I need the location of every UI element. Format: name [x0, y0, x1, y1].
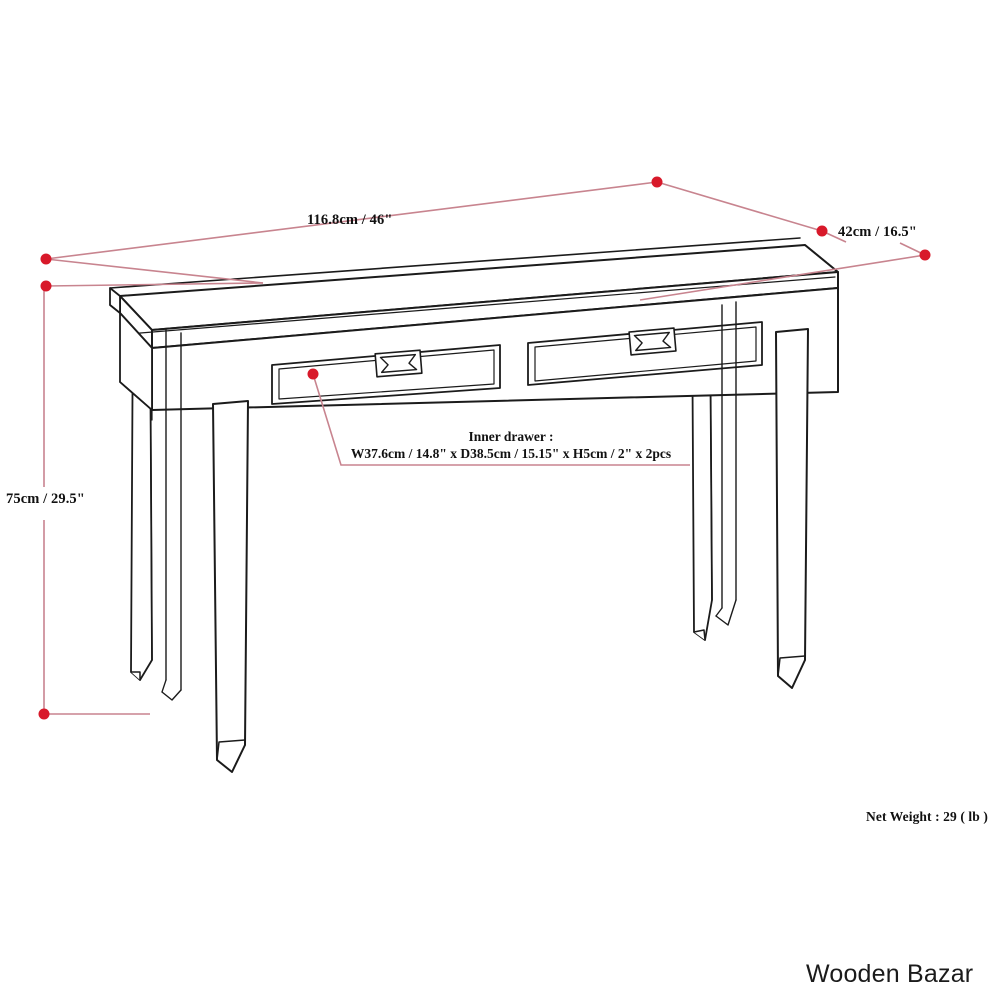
dot-drawer-leader: [307, 368, 319, 380]
dot-height-top: [40, 280, 52, 292]
net-weight-label: Net Weight : 29 ( lb ): [866, 809, 988, 824]
dot-width-left: [40, 253, 52, 265]
inner-drawer-leader-line: [312, 373, 690, 466]
left-drawer-handle[interactable]: [374, 349, 423, 378]
console-table-illustration: [109, 237, 839, 773]
dimension-endpoint-dots: [38, 176, 931, 720]
brand-watermark: Wooden Bazar: [806, 960, 974, 988]
depth-dimension-label: 42cm / 16.5": [838, 224, 917, 240]
dimension-annotations: [38, 176, 931, 720]
height-dimension-label: 75cm / 29.5": [6, 491, 85, 507]
width-dimension-line: [45, 181, 658, 284]
dot-height-bottom: [38, 708, 50, 720]
inner-drawer-note-spec: W37.6cm / 14.8" x D38.5cm / 15.15" x H5c…: [350, 446, 672, 461]
inner-drawer-note: Inner drawer : W37.6cm / 14.8" x D38.5cm…: [346, 428, 676, 462]
front-right-leg: [775, 328, 809, 689]
dot-depth-front: [919, 249, 931, 261]
front-left-leg: [212, 400, 249, 773]
dot-width-right: [651, 176, 663, 188]
height-dimension-line: [43, 286, 150, 715]
inner-drawer-note-title: Inner drawer :: [468, 429, 554, 444]
width-to-top-corner-leader: [45, 282, 264, 287]
width-dimension-label: 116.8cm / 46": [307, 212, 393, 228]
right-drawer-handle[interactable]: [628, 327, 677, 356]
dot-depth-back: [816, 225, 828, 237]
